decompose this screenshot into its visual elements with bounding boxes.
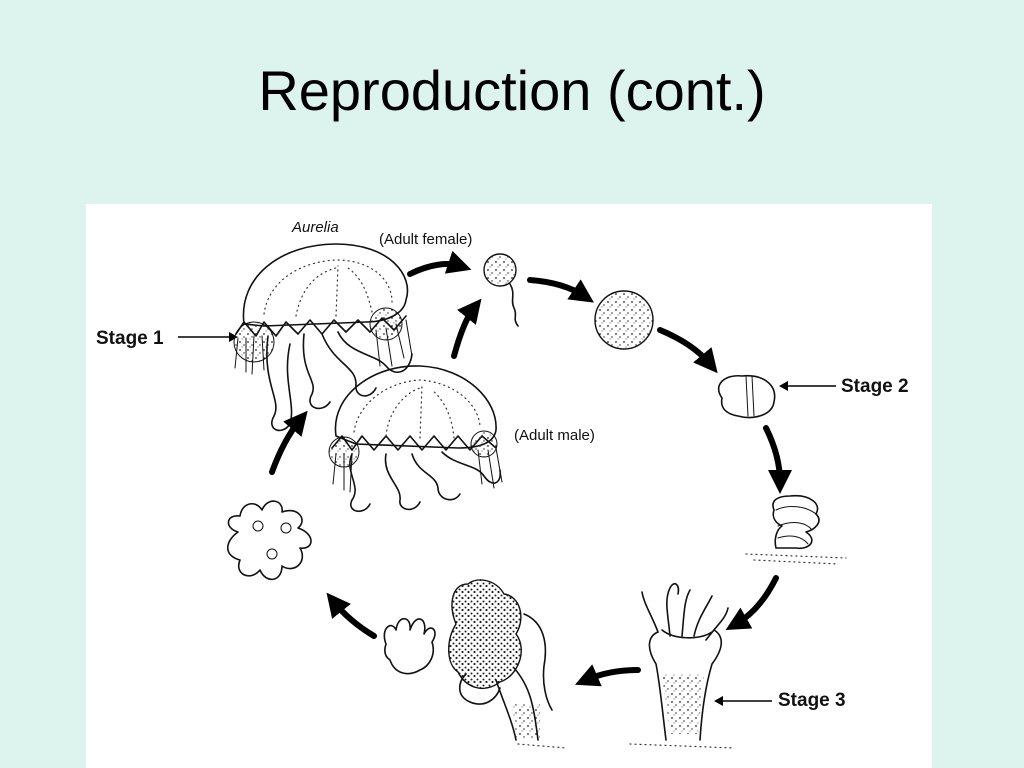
stage1-label: Stage 1: [96, 328, 164, 349]
cycle-arrows: [269, 250, 792, 687]
stage2-pointer: [779, 381, 836, 391]
adult-male-label: (Adult male): [514, 427, 595, 444]
blastula: [594, 290, 654, 350]
egg-sperm: [483, 253, 519, 327]
genus-label: Aurelia: [291, 219, 339, 236]
adult-female-label: (Adult female): [379, 231, 472, 248]
aurelia-life-cycle-diagram: Aurelia (Adult female) (Adult male) Stag…: [96, 219, 909, 749]
ephyra-bud: [383, 617, 436, 675]
stage3-label: Stage 3: [778, 690, 846, 711]
strobila-polyp: [448, 579, 567, 749]
ephyra: [226, 500, 312, 581]
stage3-polyp: [629, 582, 735, 749]
life-cycle-figure: Aurelia (Adult female) (Adult male) Stag…: [86, 204, 932, 768]
stage1-pointer: [178, 332, 238, 342]
adult-male-medusa: [328, 365, 503, 512]
settled-polyp: [745, 494, 847, 565]
adult-female-medusa: [233, 243, 413, 432]
planula-larva: [717, 374, 776, 419]
slide-title: Reproduction (cont.): [258, 59, 766, 122]
stage2-label: Stage 2: [841, 376, 909, 397]
stage3-pointer: [714, 696, 772, 706]
